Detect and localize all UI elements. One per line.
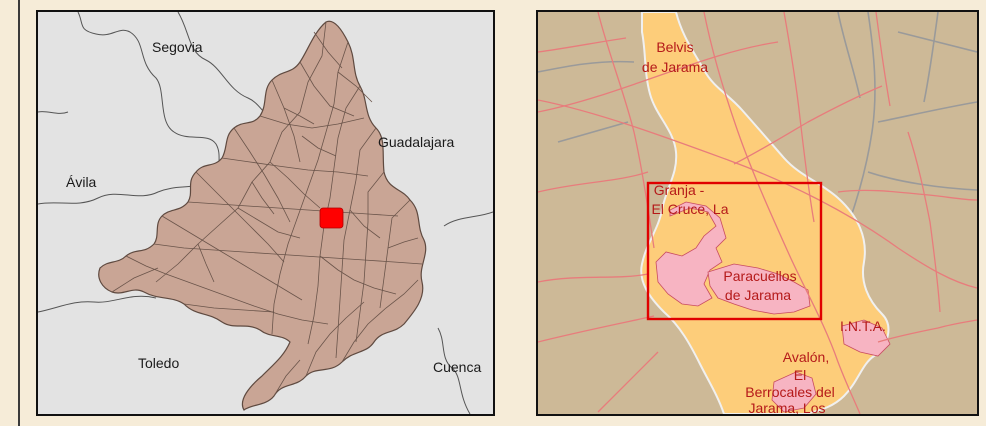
label-toledo: Toledo bbox=[138, 355, 179, 371]
label-avila: Ávila bbox=[66, 174, 97, 190]
label-berrocales-1: Berrocales del bbox=[745, 384, 835, 400]
label-cuenca: Cuenca bbox=[433, 359, 481, 375]
municipality-area[interactable] bbox=[640, 12, 890, 414]
label-belvis-1: Belvis bbox=[656, 39, 693, 55]
label-paracuellos-1: Paracuellos bbox=[723, 268, 796, 284]
urban-paracuellos bbox=[707, 263, 811, 315]
detail-map: Belvis de Jarama Granja - El Cruce, La P… bbox=[538, 12, 977, 414]
label-granja-2: El Cruce, La bbox=[651, 201, 728, 217]
highlight-frame[interactable] bbox=[646, 181, 823, 321]
municipality-boundaries bbox=[111, 21, 423, 397]
label-avalon-1: Avalón, bbox=[783, 349, 829, 365]
madrid-province[interactable] bbox=[98, 20, 427, 411]
label-guadalajara: Guadalajara bbox=[378, 134, 454, 150]
overview-map: Segovia Guadalajara Ávila Toledo Cuenca bbox=[38, 12, 493, 414]
label-inta: I.N.T.A. bbox=[840, 318, 886, 334]
label-avalon-2: El bbox=[794, 367, 806, 383]
label-berrocales-2: Jarama, Los bbox=[748, 400, 825, 414]
label-segovia: Segovia bbox=[152, 39, 203, 55]
highlight-square[interactable] bbox=[319, 207, 344, 229]
left-edge-strip bbox=[0, 0, 20, 426]
label-belvis-2: de Jarama bbox=[642, 59, 708, 75]
label-granja-1: Granja - bbox=[654, 182, 705, 198]
urban-inta bbox=[841, 319, 891, 357]
detail-map-panel: Belvis de Jarama Granja - El Cruce, La P… bbox=[536, 10, 979, 416]
province-borders bbox=[38, 12, 493, 414]
overview-map-panel: Segovia Guadalajara Ávila Toledo Cuenca bbox=[36, 10, 495, 416]
label-paracuellos-2: de Jarama bbox=[725, 287, 791, 303]
urban-granja bbox=[655, 201, 727, 307]
urban-areas bbox=[655, 201, 891, 413]
urban-avalon bbox=[771, 371, 817, 413]
